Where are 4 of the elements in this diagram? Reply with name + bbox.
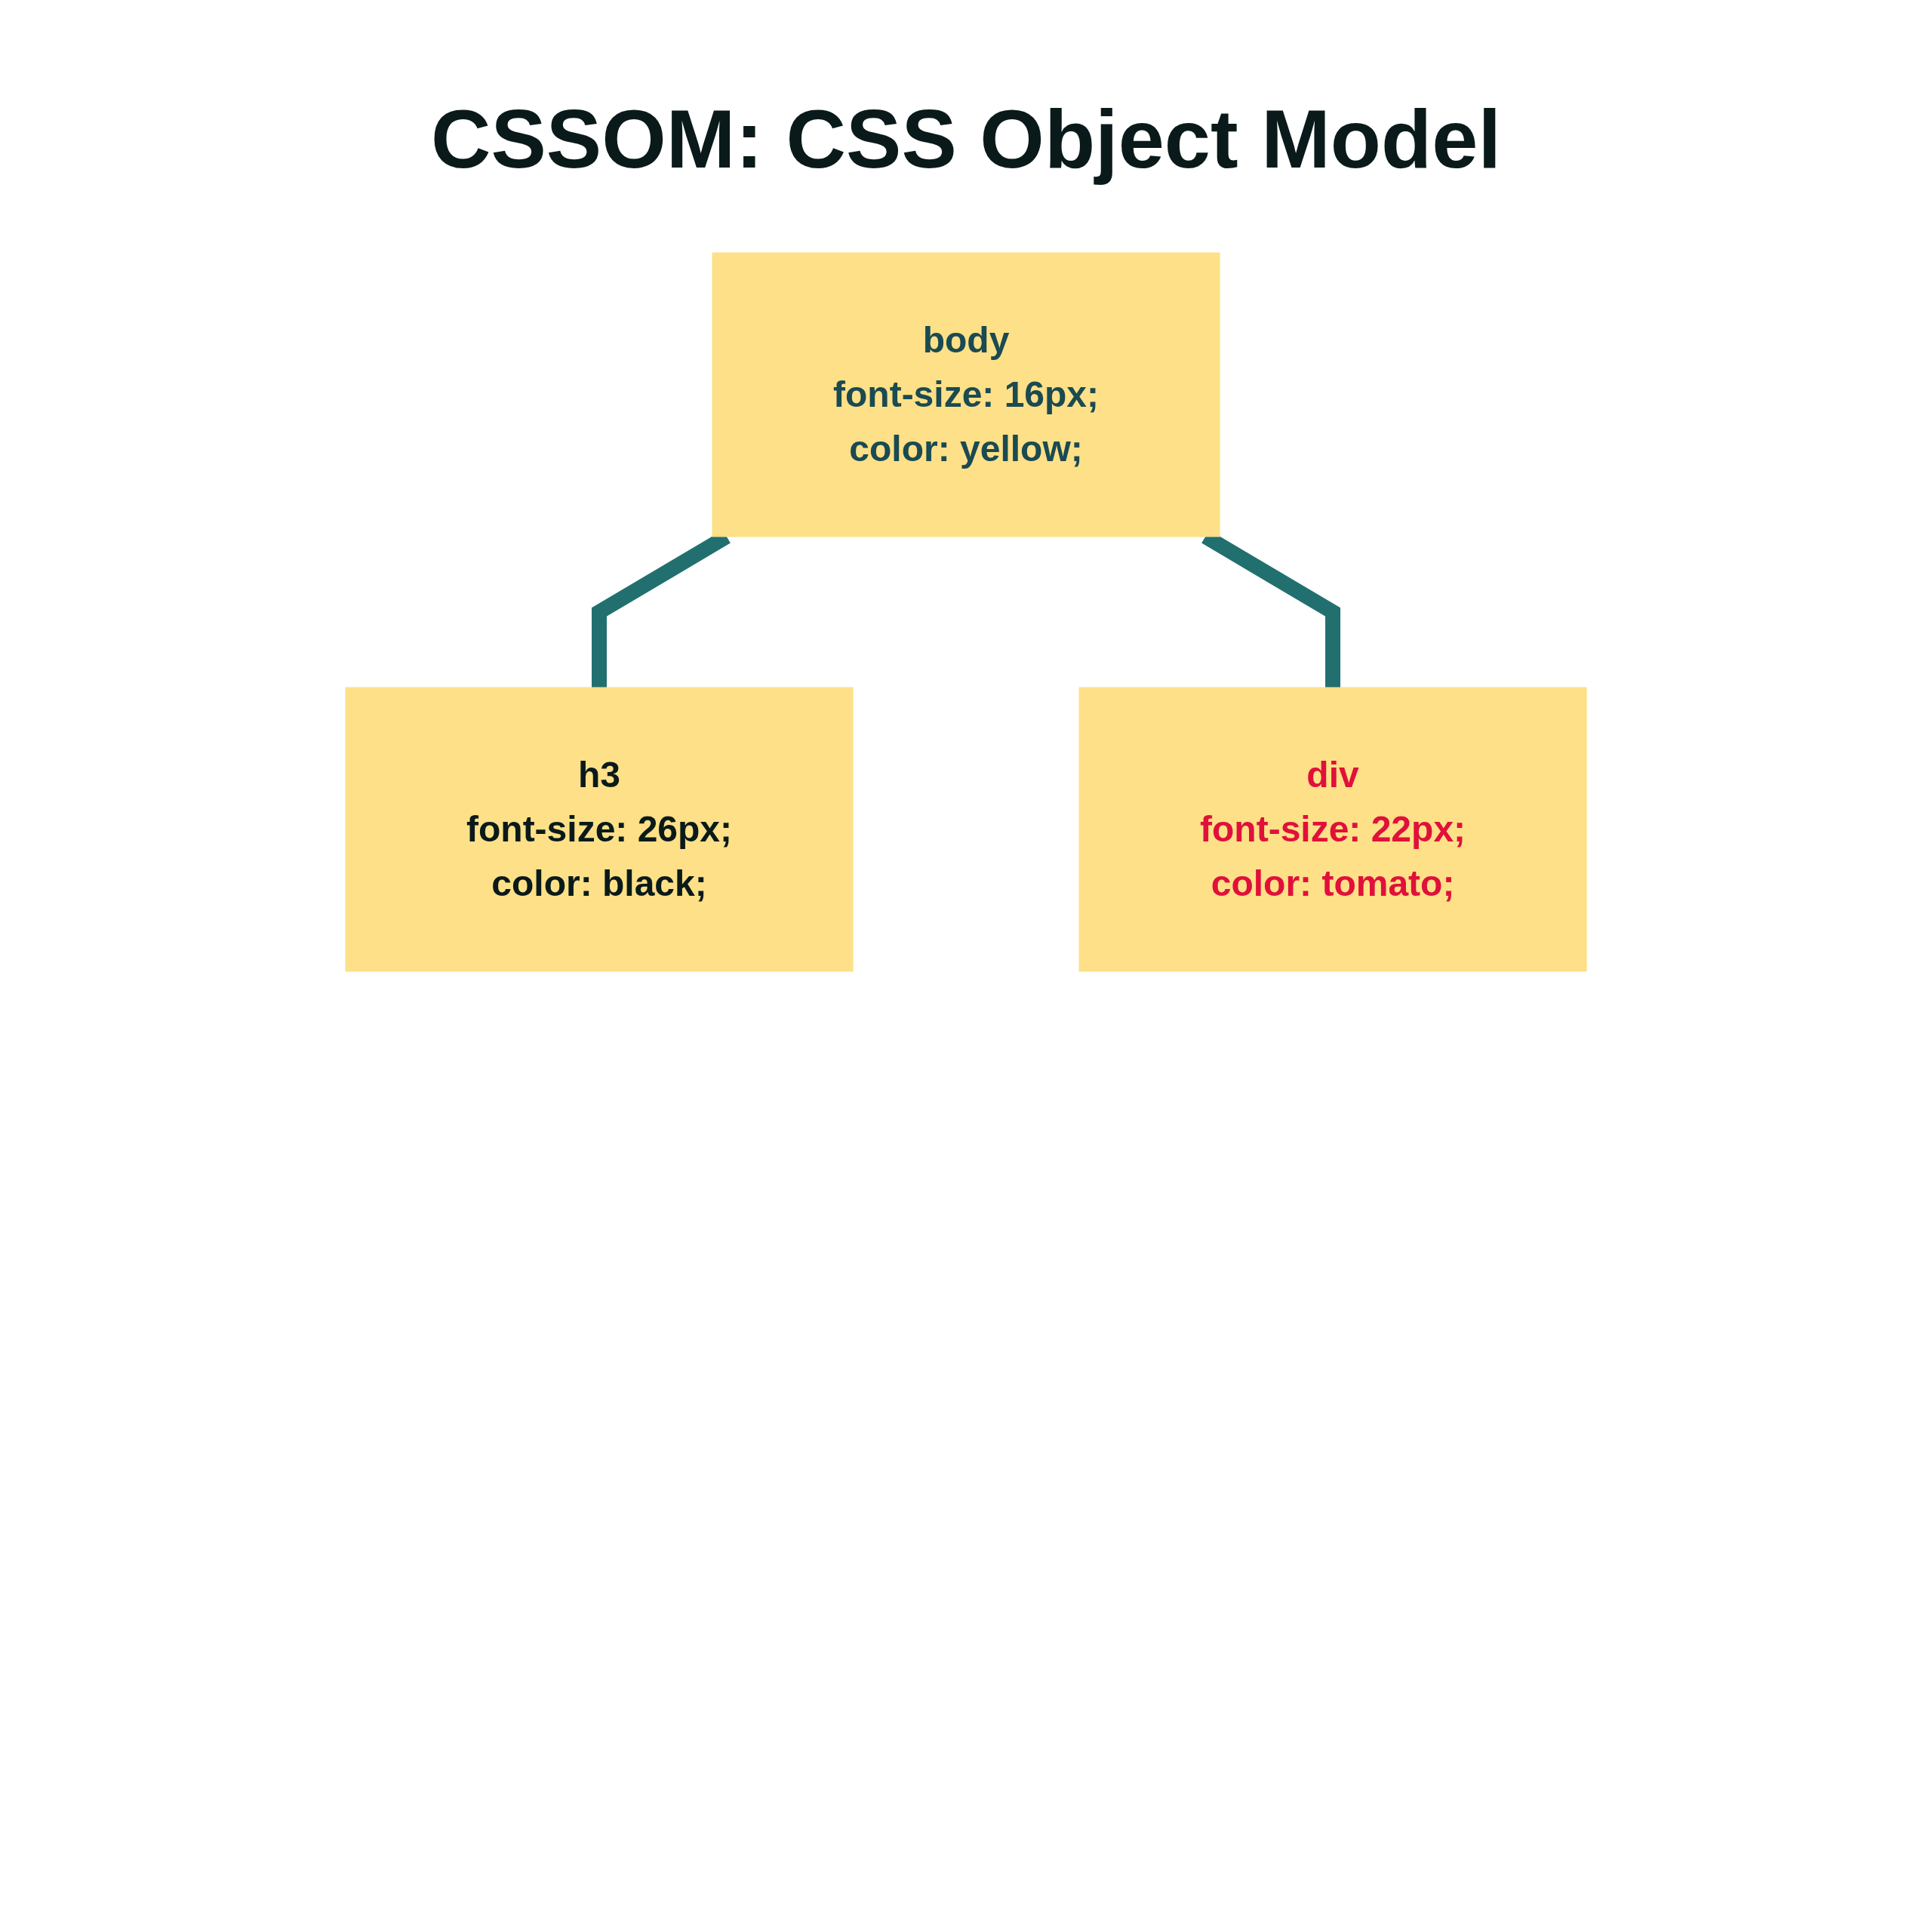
node-box: h3 font-size: 26px; color: black; [345,687,854,972]
node-box: div font-size: 22px; color: tomato; [1078,687,1587,972]
node-box: body font-size: 16px; color: yellow; [712,252,1220,537]
diagram-title: CSSOM: CSS Object Model [430,91,1502,186]
